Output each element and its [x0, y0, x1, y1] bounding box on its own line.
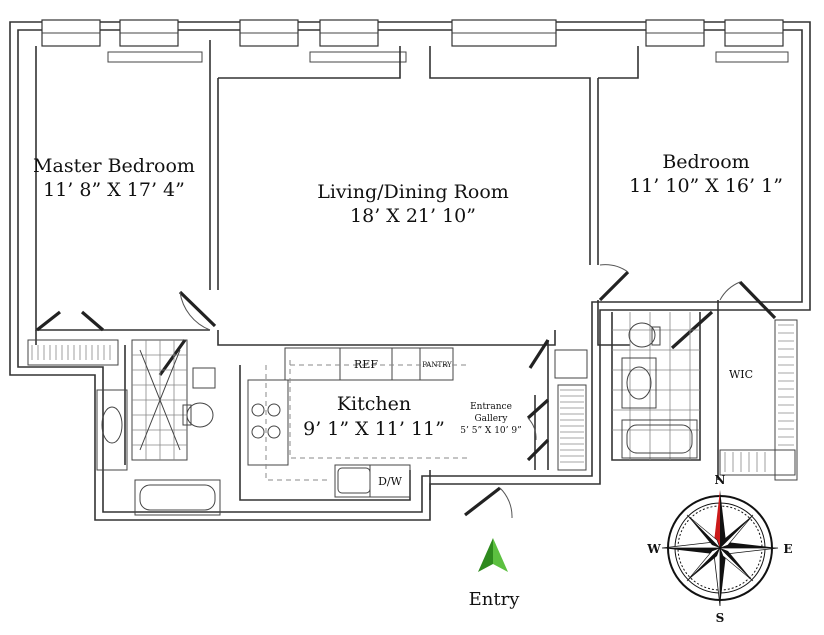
dishwasher-label: D/W	[378, 475, 403, 488]
compass-w: W	[646, 542, 661, 556]
master-bedroom-name: Master Bedroom	[33, 155, 195, 177]
master-bedroom-dims: 11’ 8” X 17’ 4”	[43, 179, 185, 201]
kitchen-name: Kitchen	[337, 393, 411, 415]
master-bathroom	[96, 339, 221, 516]
bedroom-name: Bedroom	[662, 151, 749, 173]
wic-label: WIC	[729, 368, 753, 381]
windows	[41, 19, 789, 63]
bedroom-bathroom	[612, 312, 700, 460]
compass-s: S	[716, 611, 725, 625]
entrance-gallery-name-line1: Entrance	[470, 402, 512, 412]
compass-e: E	[783, 542, 792, 556]
interior-walls	[35, 40, 719, 501]
living-dining-dims: 18’ X 21’ 10”	[350, 205, 476, 227]
room-labels: Master Bedroom 11’ 8” X 17’ 4” Living/Di…	[33, 151, 783, 488]
compass-rose-icon: N S E W	[646, 473, 792, 625]
bedroom-dims: 11’ 10” X 16’ 1”	[629, 175, 783, 197]
kitchen-dims: 9’ 1” X 11’ 11”	[303, 418, 445, 440]
ref-label: REF	[354, 358, 378, 371]
entrance-gallery-dims: 5’ 5” X 10’ 9”	[460, 426, 521, 436]
pantry-label: PANTRY	[422, 361, 452, 369]
living-dining-name: Living/Dining Room	[317, 181, 509, 203]
closets	[27, 319, 798, 481]
kitchen-fixtures	[247, 347, 470, 498]
entry-arrow-icon	[478, 538, 493, 572]
entry-label: Entry	[469, 589, 521, 610]
entry-marker: Entry	[469, 538, 521, 610]
compass-n: N	[715, 473, 726, 487]
entrance-gallery-name-line2: Gallery	[474, 414, 508, 424]
